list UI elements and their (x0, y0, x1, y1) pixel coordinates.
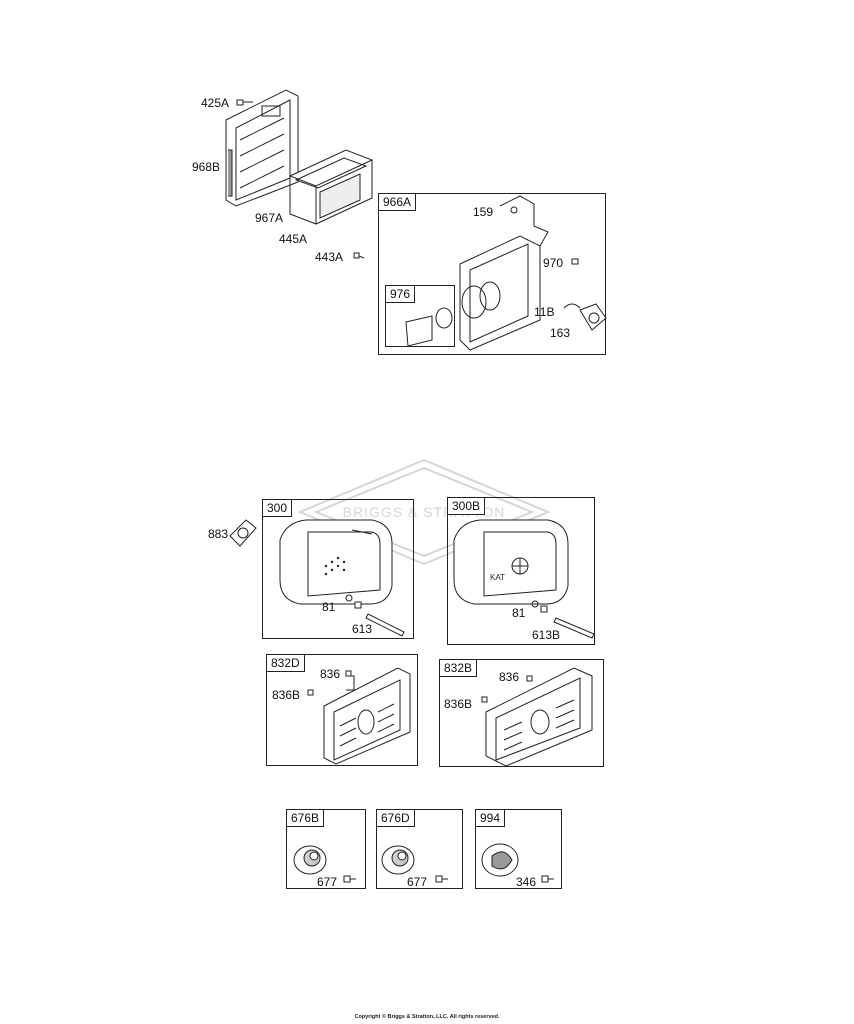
box-tag-300: 300 (262, 499, 293, 517)
breather-976-part (405, 307, 453, 347)
bolt-613B-part (553, 617, 595, 639)
label-677-b: 677 (407, 875, 428, 889)
label-81b: 81 (512, 606, 526, 620)
screw-836-b-part (526, 675, 533, 682)
box-300: 300 (262, 499, 414, 639)
box-tag-832B: 832B (439, 659, 478, 677)
screw-677-part (343, 875, 356, 883)
screw-677-b-part (435, 875, 448, 883)
air-cleaner-cover-968B-part (225, 89, 299, 207)
spark-arrester-676D-part (381, 845, 415, 875)
label-836-b: 836 (499, 670, 520, 684)
label-970: 970 (543, 256, 564, 270)
label-968B: 968B (192, 160, 221, 174)
muffler-300-part (279, 519, 393, 605)
screw-970-part (571, 258, 579, 265)
label-836B: 836B (272, 688, 301, 702)
base-plate-966A-part (459, 195, 549, 351)
deflector-994-part (481, 843, 519, 877)
heat-shield-832B-part (485, 667, 593, 767)
label-613: 613 (352, 622, 373, 636)
label-159: 159 (473, 205, 494, 219)
label-613B: 613B (532, 628, 561, 642)
label-677: 677 (317, 875, 338, 889)
box-966A: 966A (378, 193, 606, 355)
gasket-163-part (579, 303, 607, 331)
label-11B: 11B (534, 305, 555, 319)
box-tag-676B: 676B (286, 809, 325, 827)
screw-443A-part (353, 252, 365, 259)
box-676D: 676D (376, 809, 463, 889)
box-tag-832D: 832D (266, 654, 305, 672)
box-tag-966A: 966A (378, 193, 417, 211)
box-tag-994: 994 (475, 809, 506, 827)
screw-836-part (345, 670, 352, 677)
screw-425A-part (236, 99, 253, 106)
box-676B: 676B (286, 809, 366, 889)
box-832D: 832D (266, 654, 418, 766)
washer-81b-part (531, 600, 548, 613)
label-163: 163 (550, 326, 571, 340)
spark-arrester-676B-part (293, 845, 327, 875)
bolt-613-part (365, 613, 405, 637)
label-425A: 425A (201, 96, 230, 110)
clip-11B-part (563, 303, 581, 309)
label-836: 836 (320, 667, 341, 681)
label-346: 346 (516, 875, 537, 889)
screw-836B-part (307, 689, 314, 696)
screw-836B-b-part (481, 696, 488, 703)
box-tag-300B: 300B (447, 497, 486, 515)
label-81: 81 (322, 600, 336, 614)
label-967A: 967A (255, 211, 284, 225)
box-300B: 300B (447, 497, 595, 645)
muffler-300B-part (453, 519, 569, 605)
label-443A: 443A (315, 250, 344, 264)
washer-81-part (345, 594, 362, 609)
copyright-notice: Copyright © Briggs & Stratton, LLC. All … (354, 1014, 500, 1020)
screw-346-part (541, 875, 554, 883)
gasket-883-part (229, 519, 257, 547)
box-tag-976: 976 (385, 285, 416, 303)
air-filter-967A-part (288, 149, 374, 225)
box-976: 976 (385, 285, 455, 347)
label-445A: 445A (279, 232, 308, 246)
label-836B-b: 836B (444, 697, 473, 711)
box-tag-676D: 676D (376, 809, 415, 827)
heat-shield-832D-part (323, 667, 411, 765)
box-994: 994 (475, 809, 562, 889)
label-883: 883 (208, 527, 229, 541)
box-832B: 832B (439, 659, 604, 767)
kat-part-text: KAT (490, 573, 505, 582)
